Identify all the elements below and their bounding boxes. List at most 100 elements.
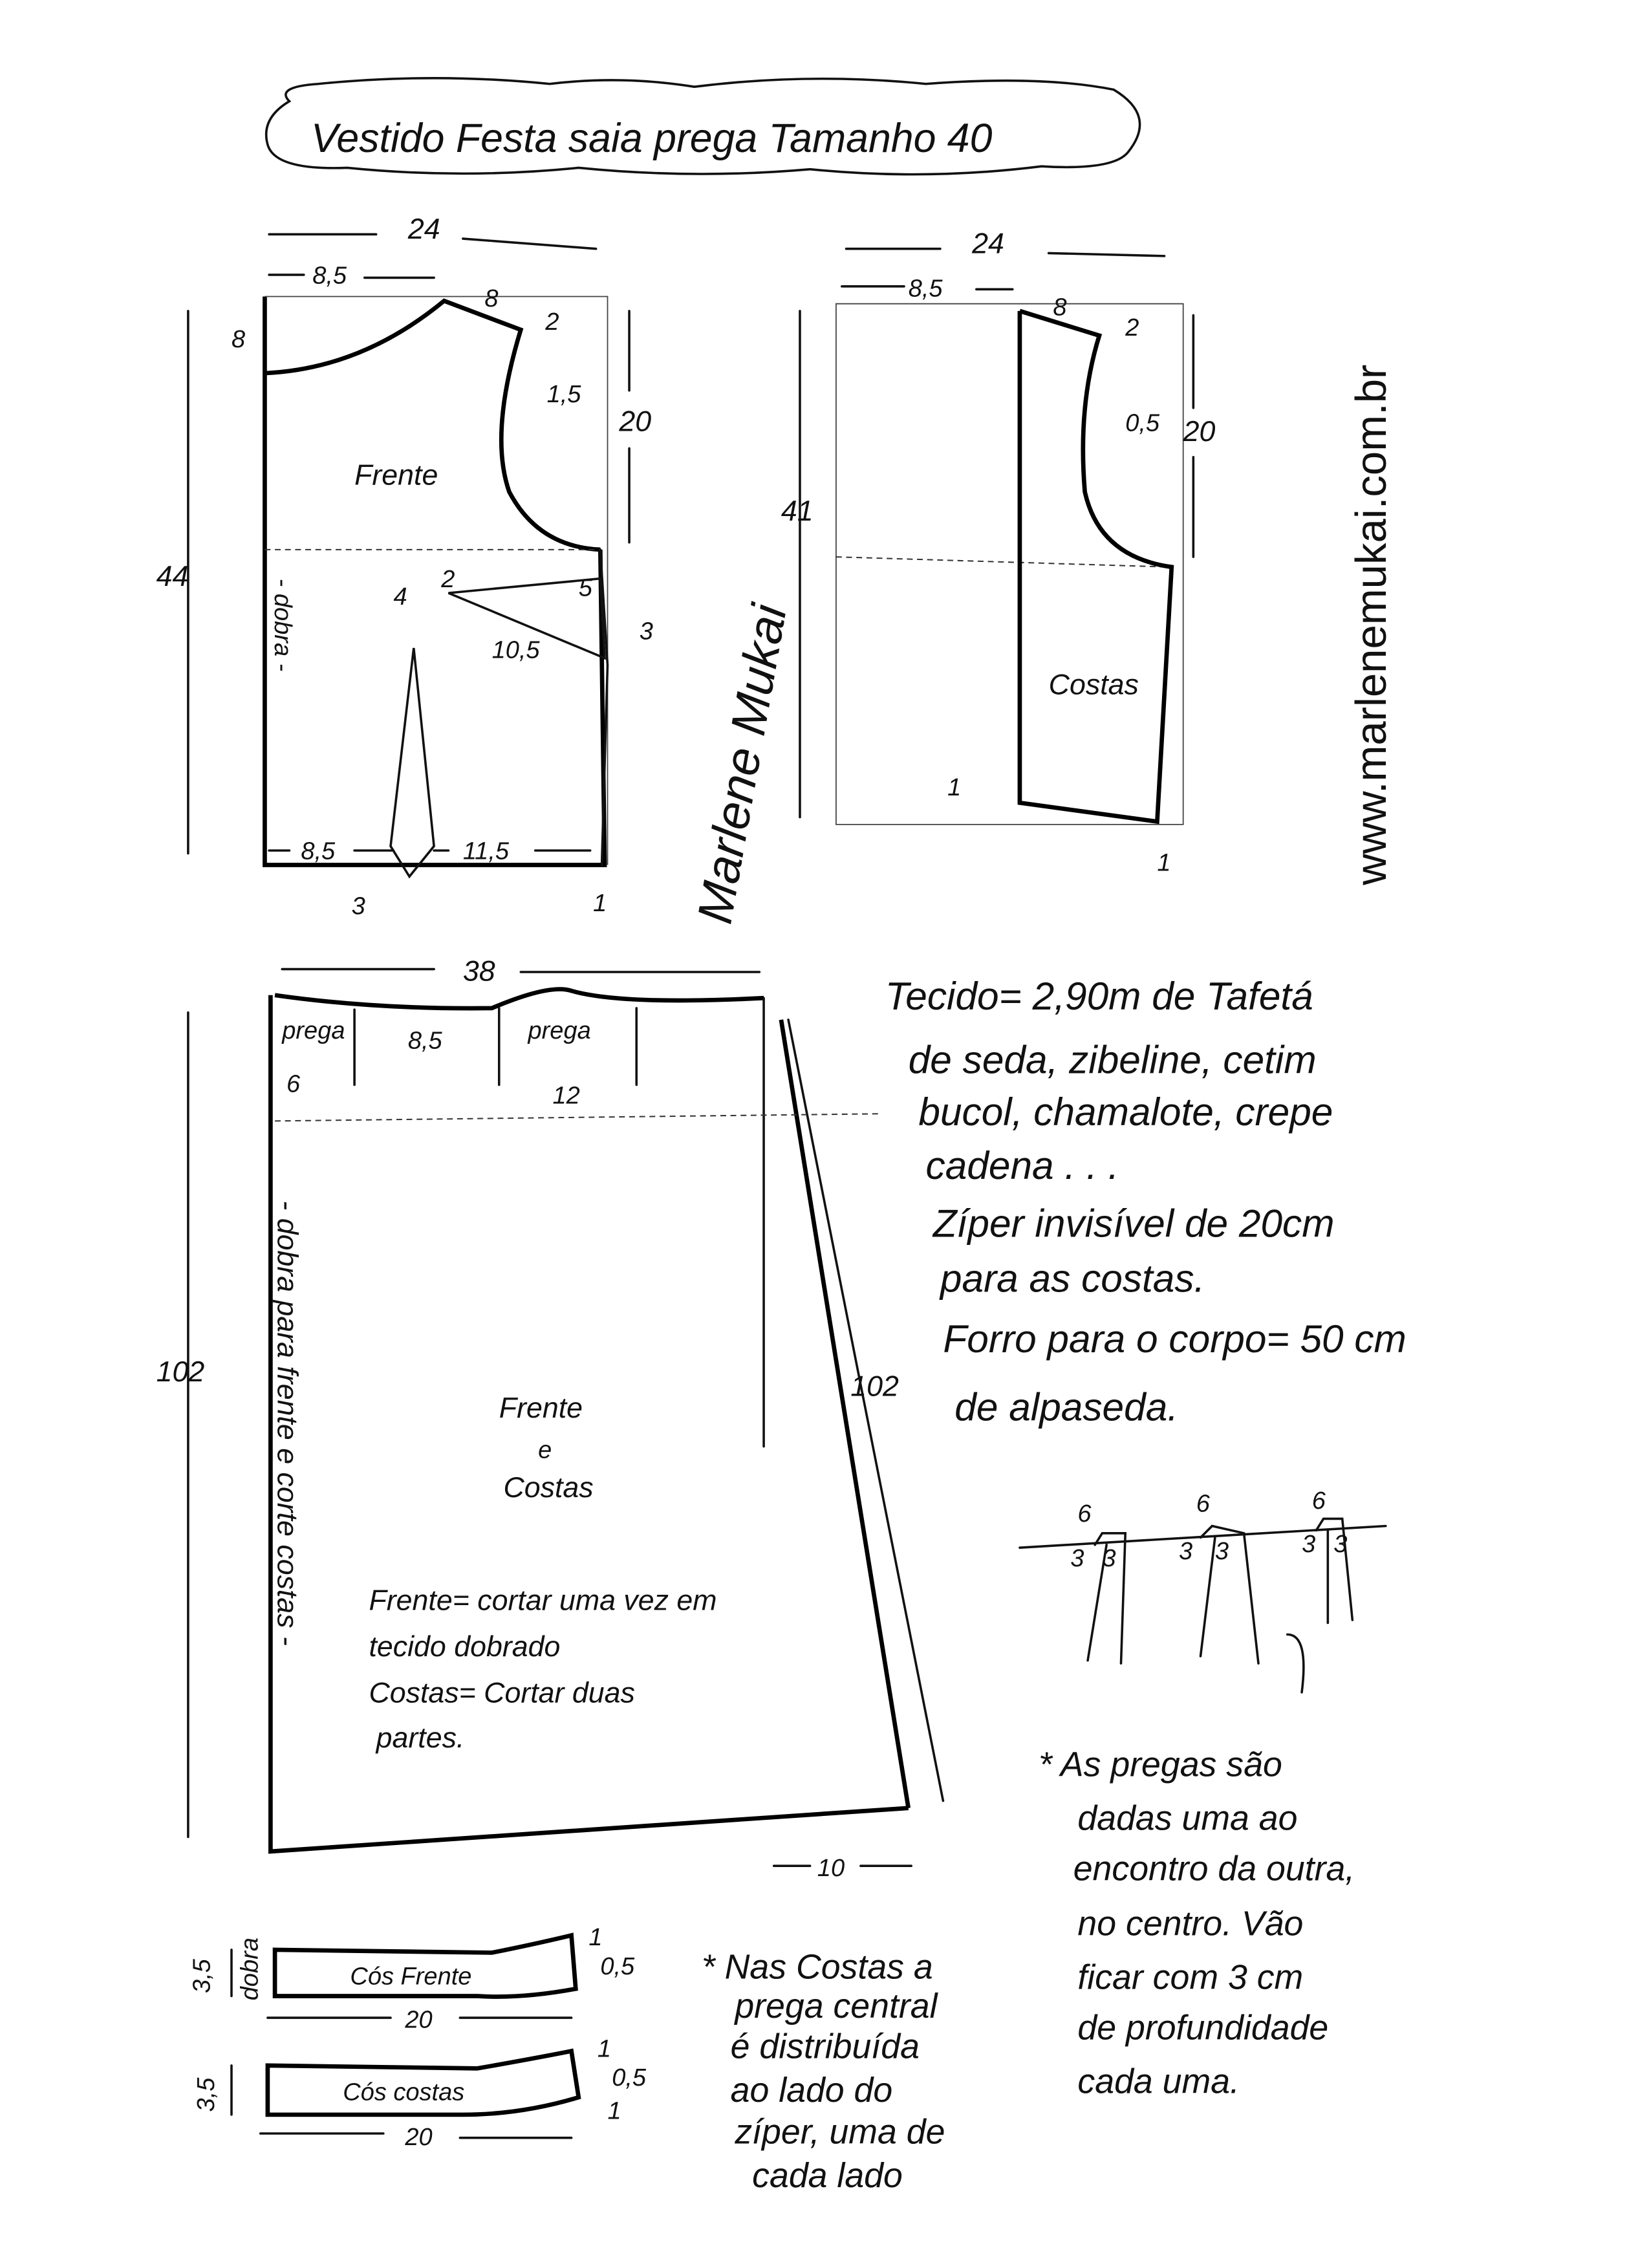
waistband-front-rise: 1 [588,1924,602,1951]
cut-note-line: tecido dobrado [369,1631,560,1663]
pleat-depth: 3 [1070,1545,1084,1572]
waistband-back: 3,5 Cós costas 20 1 0,5 1 [193,2035,647,2150]
materials-line: de seda, zibeline, cetim [909,1038,1317,1082]
waistband-front-offset: 0,5 [600,1953,635,1980]
materials-line: para as costas. [939,1256,1205,1300]
waistband-back-length: 20 [404,2124,432,2151]
back-length: 41 [781,495,814,527]
waistband-back-height: 3,5 [193,2077,220,2112]
materials-line: Forro para o corpo= 50 cm [943,1317,1406,1361]
back-note-line: cada lado [752,2156,903,2195]
front-shoulder-drop: 2 [544,308,559,336]
pleat-depth: 3 [1102,1545,1116,1572]
pleat-diagram: 6 6 6 3 3 3 3 3 3 [1018,1487,1387,1694]
pleat-depth: 3 [1179,1538,1192,1565]
waistband-back-drop: 1 [608,2098,621,2125]
pleat-note-line: de profundidade [1077,2009,1328,2047]
back-armhole-curve: 0,5 [1125,410,1160,437]
back-shoulder-drop: 2 [1125,314,1139,341]
waistband-back-rise: 1 [598,2035,611,2062]
back-neck-width: 8,5 [909,275,943,303]
cut-note-line: Costas= Cortar duas [369,1677,634,1709]
skirt-flare: 10 [817,1855,845,1882]
waistband-front-height: 3,5 [188,1958,215,1993]
materials-line: cadena . . . [926,1143,1119,1187]
pleat-note-line: ficar com 3 cm [1077,1958,1303,1996]
pleat-width: 6 [1196,1490,1211,1517]
front-shoulder: 8 [484,285,498,312]
cut-note-line: partes. [375,1722,465,1754]
pleat-depth: 3 [1302,1531,1315,1558]
pleat-note-line: cada uma. [1077,2062,1240,2101]
front-side-dart-side: 5 [579,574,593,601]
materials-line: Zíper invisível de 20cm [932,1201,1335,1245]
skirt-label-3: Costas [503,1472,593,1504]
page-title: Vestido Festa saia prega Tamanho 40 [311,116,993,161]
front-armhole-depth: 20 [618,406,651,438]
front-width: 24 [407,213,440,245]
skirt-left-length: 102 [156,1356,205,1388]
back-note-line: é distribuída [731,2027,920,2066]
pleat-width: 6 [1312,1487,1326,1515]
prega-label-2: prega [527,1017,590,1044]
front-side-dart-length: 10,5 [492,637,541,664]
cut-note-line: Frente= cortar uma vez em [369,1584,717,1616]
back-pleat-note: * Nas Costas a prega central é distribuí… [702,1948,945,2195]
back-shoulder: 8 [1053,294,1066,321]
skirt-fold-label: - dobra para frente e corte costas - [272,1200,303,1646]
front-dart-width: 3 [352,893,365,920]
prega-value-2: 12 [553,1083,580,1110]
front-hem-right: 11,5 [463,838,510,865]
skirt-width: 38 [463,955,495,987]
skirt-pattern: 38 prega 6 8,5 prega 12 102 102 10 - dob… [156,955,945,1882]
front-hem-left: 8,5 [301,838,336,865]
title-cloud: Vestido Festa saia prega Tamanho 40 [264,77,1141,176]
pleat-depth: 3 [1215,1538,1229,1565]
front-fold-label: - dobra - [269,579,296,672]
waistband-front: 3,5 dobra Cós Frente 20 1 0,5 [188,1924,635,2033]
prega-gap: 8,5 [408,1028,443,1055]
back-label: Costas [1049,669,1139,701]
front-label: Frente [354,459,438,491]
materials-notes: Tecido= 2,90m de Tafetá de seda, zibelin… [885,974,1406,1429]
back-armhole-depth: 20 [1183,416,1216,448]
pleat-note-line: no centro. Vão [1077,1905,1303,1943]
front-neck-depth: 8 [232,326,245,353]
back-hem-rise-right: 1 [1157,849,1170,876]
watermark: www.marlenemukai.com.br [1347,365,1396,886]
waistband-front-label: Cós Frente [350,1963,471,1991]
front-dart-gap: 4 [393,583,407,610]
skirt-right-length: 102 [850,1370,899,1402]
pleat-note-line: * As pregas são [1039,1745,1282,1784]
back-note-line: zíper, uma de [734,2113,945,2152]
waistband-back-label: Cós costas [343,2079,464,2106]
waistband-front-length: 20 [404,2007,432,2034]
pleat-note: * As pregas são dadas uma ao encontro da… [1039,1745,1355,2101]
materials-line: de alpaseda. [954,1385,1178,1429]
front-length: 44 [156,561,189,592]
skirt-label-1: Frente [499,1392,583,1424]
front-side-dart-width: 3 [640,618,653,645]
pleat-depth: 3 [1333,1531,1347,1558]
signature: Marlene Mukai [687,599,798,927]
waistband-back-offset: 0,5 [612,2064,647,2091]
materials-line: Tecido= 2,90m de Tafetá [885,974,1313,1018]
back-bodice: 24 8,5 8 2 0,5 20 41 Costas 1 1 [781,228,1216,876]
pleat-width: 6 [1077,1500,1092,1528]
prega-value-1: 6 [286,1071,301,1098]
front-armhole-curve: 1,5 [547,381,582,408]
back-width: 24 [971,228,1004,259]
waistband-fold: dobra [236,1938,263,2000]
pleat-note-line: encontro da outra, [1073,1850,1355,1888]
front-hem-rise: 1 [593,890,607,917]
back-note-line: * Nas Costas a [702,1948,933,1987]
pleat-note-line: dadas uma ao [1077,1798,1297,1837]
prega-label-1: prega [281,1017,345,1044]
back-hem-rise-left: 1 [947,774,961,801]
skirt-label-2: e [538,1437,552,1464]
back-note-line: prega central [733,1987,938,2025]
front-bodice: 24 8,5 8 2 8 20 1,5 Frente 44 - dobra - … [156,213,653,920]
back-note-line: ao lado do [731,2071,893,2110]
front-neck-width: 8,5 [312,262,347,289]
